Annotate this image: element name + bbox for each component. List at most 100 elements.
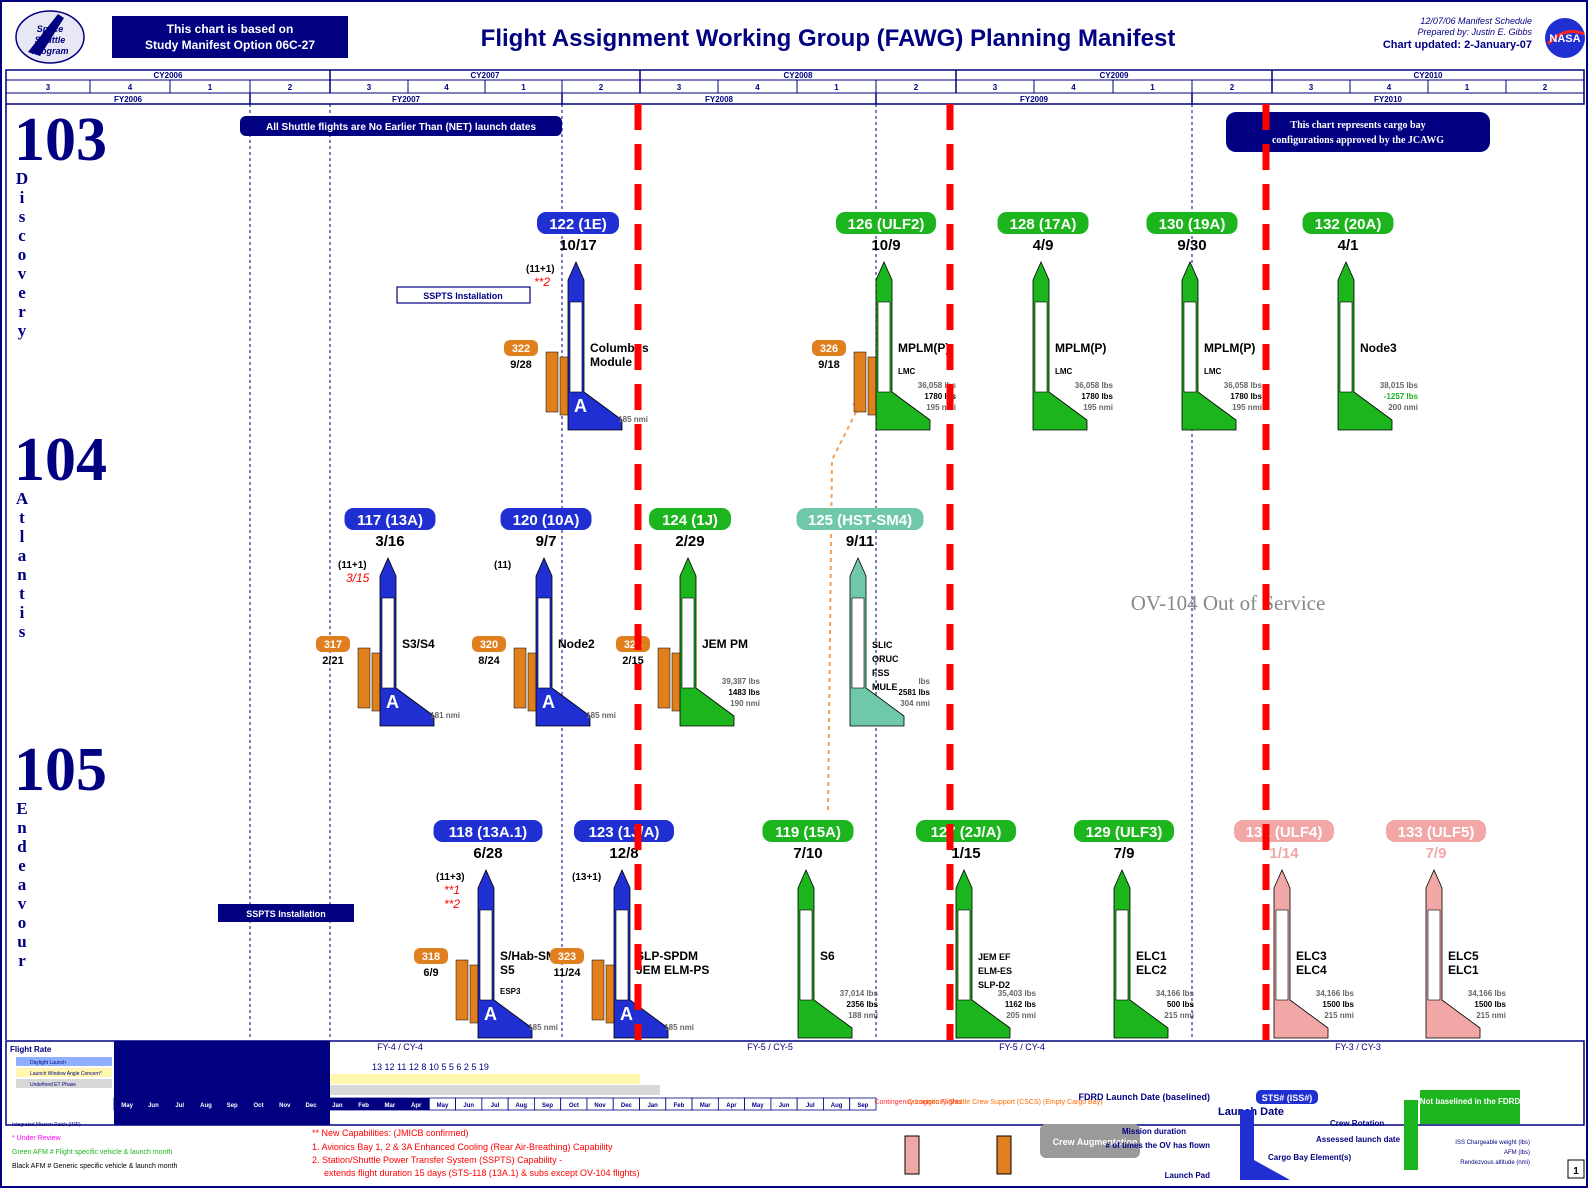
rendezvous-altitude: 200 nmi <box>1388 403 1418 412</box>
afm-margin: 1500 lbs <box>1474 1000 1506 1009</box>
lon-badge <box>414 948 448 964</box>
flight-118: 118 (13A.1)6/28AS/Hab-SMS5ESP3(11+3)**1*… <box>414 820 558 1039</box>
flight-badge <box>500 508 592 530</box>
key-launch-pad: Launch Pad <box>1165 1171 1210 1180</box>
flight-badge <box>574 820 674 842</box>
svg-text:Space: Space <box>37 24 64 34</box>
cargo-label: ELC1 <box>1136 949 1167 963</box>
rendezvous-altitude: 185 nmi <box>586 711 616 720</box>
cargo-bay <box>569 301 583 393</box>
flight-badge <box>1146 212 1238 234</box>
cargo-label: ELM-ES <box>978 966 1012 976</box>
crew-size: (11) <box>494 560 511 571</box>
iss-weight: lbs <box>918 677 930 686</box>
jcawg-note-box <box>1226 112 1490 152</box>
month-label: Jan <box>647 1103 658 1109</box>
cargo-label: Module <box>590 355 632 369</box>
rendezvous-altitude: 185 nmi <box>528 1023 558 1032</box>
cargo-bay <box>1183 301 1197 393</box>
lon-badge <box>550 948 584 964</box>
flight-badge <box>997 212 1089 234</box>
flight-date: 9/11 <box>846 533 874 550</box>
afm-margin: 1500 lbs <box>1322 1000 1354 1009</box>
orbiter-shape: A <box>591 869 669 1039</box>
flight-badge-text: 118 (13A.1) <box>449 824 527 841</box>
key-cargo: Cargo Bay Element(s) <box>1268 1153 1351 1162</box>
cargo-bay <box>1115 909 1129 1001</box>
flight-125: 125 (HST-SM4)9/11SLICORUCFSSMULElbs2581 … <box>796 508 931 727</box>
flight-rate-legend-label: Launch Window Angle Concern* <box>30 1071 102 1077</box>
rendezvous-altitude: 215 nmi <box>1164 1011 1194 1020</box>
orbiter-name-letter: A <box>16 489 29 508</box>
key-times-flown: # of times the OV has flown <box>1106 1141 1211 1150</box>
lon-date: 8/24 <box>478 655 500 667</box>
quarter-label: 1 <box>1465 83 1470 92</box>
flight-date: 4/9 <box>1033 237 1054 254</box>
quarter-label: 1 <box>521 83 526 92</box>
rendezvous-altitude: 188 nmi <box>848 1011 878 1020</box>
lon-date: 11/24 <box>554 967 582 979</box>
undefined-et-strip <box>330 1085 660 1095</box>
orbiter-name-letter: a <box>18 546 27 565</box>
quarter-label: 4 <box>755 83 760 92</box>
lon-date: 9/28 <box>510 359 531 371</box>
cargo-bay <box>1275 909 1289 1001</box>
cargo-label: ELC1 <box>1448 963 1479 977</box>
orbiter-name-letter: e <box>18 856 26 875</box>
flight-badge <box>1302 212 1394 234</box>
orbiter-name-letter: D <box>16 169 28 188</box>
iss-weight: 34,166 lbs <box>1156 989 1195 998</box>
quarter-label: 1 <box>834 83 839 92</box>
sspts-label-row3: SSPTS Installation <box>246 909 326 919</box>
capability-note: **2 <box>444 897 460 911</box>
srb-left <box>591 959 605 1021</box>
quarter-label: 4 <box>1387 83 1392 92</box>
flight-rate-legend-label: Daylight Launch <box>30 1060 66 1066</box>
iss-weight: 36,058 lbs <box>1075 381 1114 390</box>
orbiter-name-letter: v <box>18 894 27 913</box>
key-sts-box <box>1256 1090 1318 1104</box>
sspts-box-row3 <box>218 904 354 922</box>
cargo-label: ELC5 <box>1448 949 1479 963</box>
fy-cy-note: FY-5 / CY-4 <box>999 1042 1045 1052</box>
month-label: Nov <box>279 1103 291 1109</box>
key-orbiter-icon <box>1240 1110 1254 1180</box>
iss-weight: 35,403 lbs <box>998 989 1037 998</box>
legend: Integrated Mission Patch (IMP)* Under Re… <box>12 1090 1585 1180</box>
header: Space Shuttle Program This chart is base… <box>15 10 1585 64</box>
flight-badge-text: 133 (ULF5) <box>1398 824 1475 841</box>
flight-date: 1/14 <box>1269 845 1299 862</box>
orbiter-shape <box>797 869 853 1039</box>
afm-margin: 1780 lbs <box>924 392 956 401</box>
iss-weight: 39,387 lbs <box>722 677 761 686</box>
chart-title: Flight Assignment Working Group (FAWG) P… <box>481 25 1176 52</box>
flight-rate-legend-label: Undefined ET Phase <box>30 1082 76 1088</box>
flight-badge-text: 117 (13A) <box>357 512 423 529</box>
flight-122: 122 (1E)10/17AColumbusModule(11+1)**2322… <box>504 212 649 431</box>
cargo-bay <box>1034 301 1048 393</box>
flight-badge <box>433 820 543 842</box>
quarter-label: 3 <box>993 83 998 92</box>
not-baselined-label: Not baselined in the FDRD <box>1420 1097 1521 1106</box>
orbiter-shape <box>1113 869 1169 1039</box>
month-label: May <box>437 1103 449 1109</box>
fiscal-year-boundaries <box>634 104 1270 1040</box>
svg-text:NASA: NASA <box>1549 33 1580 45</box>
lon-badge-text: 317 <box>324 639 342 651</box>
flight-badge <box>1074 820 1174 842</box>
rendezvous-altitude: 304 nmi <box>900 699 930 708</box>
orbiter-shape <box>1425 869 1481 1039</box>
capability-note: **2 <box>534 275 550 289</box>
cargo-bay <box>479 909 493 1001</box>
flight-badge-text: 128 (17A) <box>1010 216 1077 233</box>
cargo-label: S5 <box>500 963 515 977</box>
orbiter-shape <box>1273 869 1329 1039</box>
flight-note: Black AFM # Generic specific vehicle & l… <box>12 1163 177 1170</box>
rendezvous-altitude: 195 nmi <box>1083 403 1113 412</box>
orbiter-name-letter: r <box>18 951 26 970</box>
